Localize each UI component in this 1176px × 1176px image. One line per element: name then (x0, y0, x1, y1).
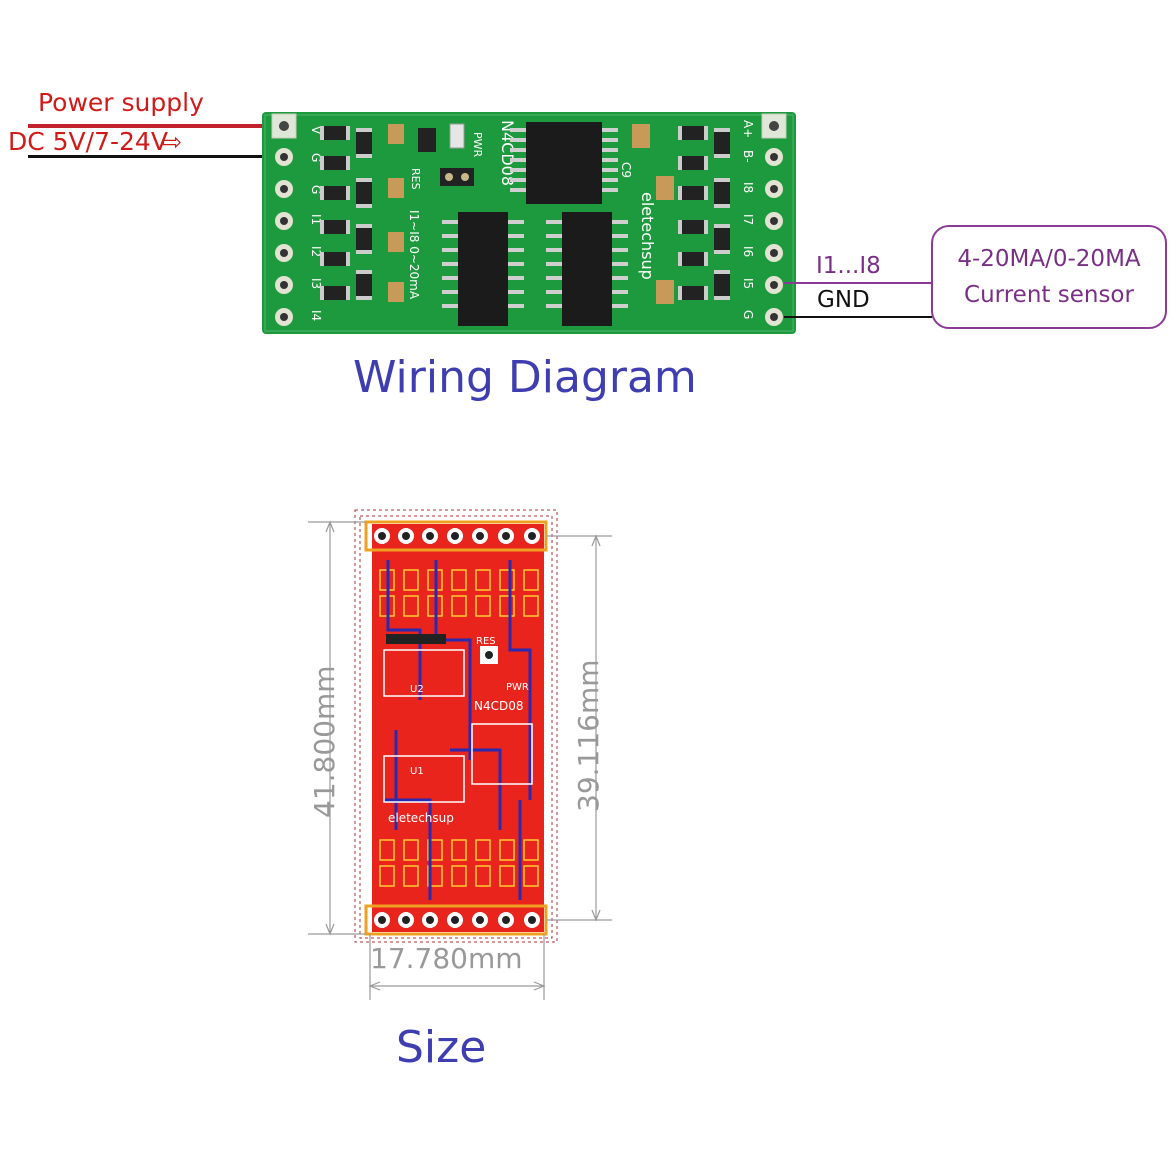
signal-input-label: I1...I8 (816, 253, 881, 279)
cap-silkscreen: C9 (619, 162, 633, 178)
layout-u1-label: U1 (410, 766, 424, 777)
layout-traces (384, 560, 532, 900)
pin-label-right-2: I8 (741, 182, 755, 193)
gnd-label: GND (817, 287, 870, 313)
layout-u2-label: U2 (410, 684, 424, 695)
ic-bottom-right (546, 212, 628, 326)
pin-label-left-4: I2 (309, 246, 323, 257)
size-drawing: RES PWR N4CD08 U2 U1 eletechsup 41.800mm… (308, 509, 612, 1000)
brand-silkscreen: eletechsup (638, 192, 657, 280)
smd-components-right (632, 124, 730, 304)
sensor-type-label: Current sensor (964, 282, 1134, 308)
pin-label-right-5: I5 (741, 278, 755, 289)
layout-pwr-label: PWR (506, 682, 529, 693)
sensor-range-label: 4-20MA/0-20MA (957, 246, 1141, 272)
pin-label-right-0: A+ (741, 120, 755, 138)
layout-ic-u2 (383, 649, 465, 697)
signal-wire (784, 282, 932, 284)
pin-label-right-3: I7 (741, 214, 755, 225)
inner-height-dimension-label: 39.116mm (572, 659, 605, 812)
res-silkscreen: RES (409, 168, 422, 190)
layout-res-label: RES (476, 636, 496, 647)
layout-ic-u3 (471, 723, 533, 785)
pcb-layout-board (372, 524, 544, 932)
size-heading: Size (396, 1022, 487, 1073)
ic-top (510, 122, 618, 204)
ground-wire (28, 155, 290, 158)
left-pin-header (271, 113, 297, 326)
pin-label-left-0: V (309, 126, 323, 135)
smd-components-left (320, 124, 436, 302)
arrow-right-icon: ⇨ (162, 128, 183, 156)
right-pin-header (761, 113, 787, 326)
range-silkscreen: I1~I8 0~20mA (407, 210, 421, 300)
pin-label-left-1: G (309, 153, 323, 162)
power-wire (28, 124, 290, 128)
wiring-diagram-heading: Wiring Diagram (353, 352, 697, 403)
pcb-photo: V G G I1 I2 I3 I4 A+ B- I8 I7 I6 I5 G PW… (262, 112, 796, 334)
pin-label-right-6: G (741, 310, 755, 319)
pin-label-right-4: I6 (741, 246, 755, 257)
pwr-silkscreen: PWR (471, 132, 484, 158)
pin-row-top (374, 528, 540, 544)
width-dimension-label: 17.780mm (370, 942, 523, 975)
pcb-board (262, 112, 796, 334)
gnd-wire (784, 316, 932, 318)
pin-row-bottom (374, 912, 540, 928)
pin-label-left-2: G (309, 185, 323, 194)
height-dimension-label: 41.800mm (308, 665, 341, 818)
power-supply-label: Power supply (38, 88, 204, 117)
current-sensor-box: 4-20MA/0-20MA Current sensor (931, 225, 1167, 329)
ic-bottom-left (442, 212, 524, 326)
pin-label-left-5: I3 (309, 278, 323, 289)
pin-label-right-1: B- (741, 150, 755, 163)
pin-label-left-6: I4 (309, 310, 323, 321)
pin-label-left-3: I1 (309, 214, 323, 225)
layout-ic-u1 (383, 755, 465, 803)
layout-brand-label: eletechsup (388, 811, 454, 825)
layout-model-label: N4CD08 (474, 699, 524, 713)
power-voltage-label: DC 5V/7-24V (8, 127, 168, 156)
